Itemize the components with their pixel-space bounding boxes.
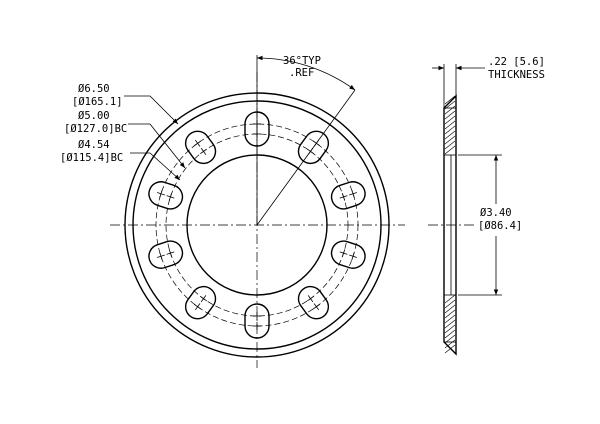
front-view-annotations: 36°TYP .REF Ø6.50 [Ø165.1] Ø5.00 [Ø127.0…	[60, 55, 321, 181]
inner-bolt-circle-mm-label: [Ø115.4]BC	[60, 152, 123, 164]
hatch-line	[444, 329, 456, 339]
bolt-circle-label: Ø5.00	[78, 110, 110, 122]
bolt-circle-leader	[128, 123, 186, 169]
hatch-line	[444, 294, 456, 304]
inner-bolt-circle-label: Ø4.54	[78, 139, 110, 151]
hatch-line	[444, 324, 456, 334]
slot-center-mark	[200, 295, 207, 303]
inner-diameter-label: Ø3.40	[480, 207, 512, 219]
hatch-line	[444, 100, 456, 110]
angle-arc	[256, 55, 356, 91]
slot-outline	[297, 285, 330, 320]
slot-outline	[148, 181, 184, 210]
slot	[330, 240, 366, 269]
slot	[330, 181, 366, 210]
hatch-line	[444, 314, 456, 324]
inner-bolt-circle-leader	[130, 152, 181, 181]
slot	[297, 285, 330, 320]
slot-outline	[184, 130, 217, 165]
thickness-label-1: .22 [5.6]	[488, 56, 545, 68]
slot-center-mark	[200, 147, 207, 155]
side-view	[428, 64, 502, 356]
slot-outline	[330, 240, 366, 269]
outer-diameter-label: Ø6.50	[78, 83, 110, 95]
side-profile-outline	[443, 94, 457, 356]
slot-outline	[184, 285, 217, 320]
hatch-line	[444, 319, 456, 329]
outer-diameter-mm-label: [Ø165.1]	[72, 96, 123, 108]
slot-center-mark	[194, 139, 201, 147]
hatch-line	[444, 95, 456, 105]
slot	[148, 240, 184, 269]
inner-diameter-mm-label: [Ø86.4]	[478, 220, 522, 232]
slot-center-mark	[194, 303, 201, 311]
hatch-line	[444, 125, 456, 135]
slot	[148, 181, 184, 210]
slot-center-mark	[349, 254, 357, 258]
hatch-line	[444, 135, 456, 145]
slot-center-mark	[166, 195, 175, 199]
hatch-line	[444, 130, 456, 140]
slot-center-mark	[339, 251, 348, 255]
bolt-circle-mm-label: [Ø127.0]BC	[64, 123, 127, 135]
hatch-line	[444, 110, 456, 120]
hatch-line	[444, 145, 456, 155]
slot-outline	[244, 303, 270, 339]
front-view	[110, 55, 405, 368]
angle-radial-extension	[256, 89, 356, 226]
hatch-line	[444, 304, 456, 314]
slot-center-mark	[349, 192, 357, 196]
slot-center-mark	[166, 251, 175, 255]
angle-label-1: 36°TYP	[283, 55, 321, 67]
slot-center-mark	[307, 295, 314, 303]
hatch-line	[444, 309, 456, 319]
slot-center-mark	[157, 254, 165, 258]
side-view-annotations: .22 [5.6] THICKNESS Ø3.40 [Ø86.4]	[478, 56, 545, 232]
slot	[184, 130, 217, 165]
slot	[244, 303, 270, 339]
hatch-line	[444, 105, 456, 115]
hatch-line	[444, 120, 456, 130]
hatch-line	[444, 334, 456, 344]
hatch-line	[444, 115, 456, 125]
section-hatching	[444, 95, 456, 354]
slot	[184, 285, 217, 320]
slot-center-mark	[157, 192, 165, 196]
hatch-line	[444, 339, 456, 349]
slot-outline	[330, 181, 366, 210]
outer-diameter-leader	[124, 95, 179, 125]
hatch-line	[444, 140, 456, 150]
hatch-line	[444, 344, 456, 354]
slot-outline	[148, 240, 184, 269]
slot-center-mark	[313, 303, 320, 311]
slot-center-mark	[339, 195, 348, 199]
hatch-line	[444, 299, 456, 309]
angle-label-2: .REF	[289, 67, 314, 79]
thickness-label-2: THICKNESS	[488, 69, 545, 81]
